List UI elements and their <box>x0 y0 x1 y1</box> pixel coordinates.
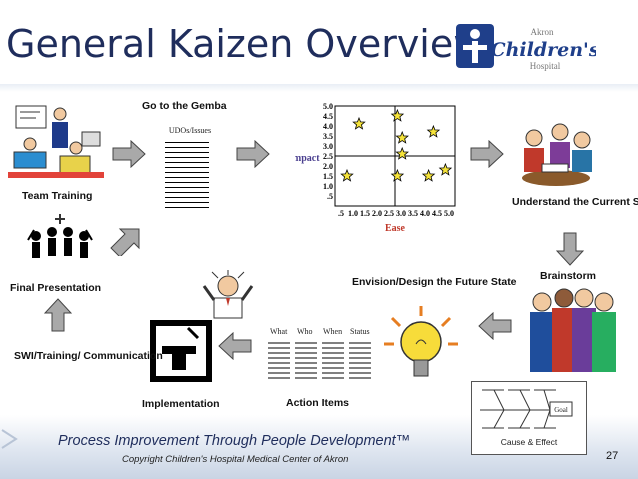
logo-emblem-head <box>470 29 480 39</box>
label-understand-current-state: Understand the Current State <box>512 196 638 208</box>
chart-point-star <box>395 130 409 144</box>
fishbone-diagram-icon: Goal <box>480 389 573 429</box>
chart-x-tick-label: .5 <box>338 209 344 218</box>
page-title: General Kaizen Overview <box>6 22 485 66</box>
chart-x-tick-label: 4.5 <box>432 209 442 218</box>
footer-copyright: Copyright Children's Hospital Medical Ce… <box>122 454 349 465</box>
chart-y-tick-label: 1.5 <box>323 172 333 181</box>
label-brainstorm: Brainstorm <box>540 270 597 282</box>
current-state-clipart <box>522 123 592 186</box>
logo-text-hospital: Hospital <box>530 61 561 71</box>
stressed-person-clipart <box>202 270 254 319</box>
chart-y-tick-label: 4.5 <box>323 112 333 121</box>
label-implementation: Implementation <box>142 398 220 410</box>
footer-chevron-icon <box>1 429 18 449</box>
udo-checklist-title: UDOs/Issues <box>168 126 212 135</box>
cause-effect-box <box>471 381 587 455</box>
label-team-training: Team Training <box>22 190 93 202</box>
team-training-clipart <box>8 105 104 178</box>
action-items-header-who: Who <box>297 327 313 336</box>
chart-y-tick-label: .5 <box>327 192 333 201</box>
trainer-icon <box>53 107 67 121</box>
implementation-icon <box>150 320 212 382</box>
chart-y-tick-label: 4.0 <box>323 122 333 131</box>
label-action-items: Action Items <box>286 397 350 409</box>
arrow-diagonal-icon <box>110 228 140 256</box>
whiteboard-icon <box>15 105 47 129</box>
chart-x-tick-label: 2.5 <box>384 209 394 218</box>
chart-x-tick-label: 3.5 <box>408 209 418 218</box>
arrow-right-icon <box>470 140 504 168</box>
label-go-to-gemba: Go to the Gemba <box>142 100 227 112</box>
chart-point-star <box>426 124 441 138</box>
brainstorm-huddle-clipart <box>530 288 616 372</box>
chart-y-tick-label: 2.0 <box>323 162 333 171</box>
chart-point-star <box>421 168 436 182</box>
logo-text-akron: Akron <box>531 27 554 37</box>
logo-text-childrens: Children's <box>490 39 596 61</box>
arrow-right-icon <box>112 140 146 168</box>
hospital-logo: Akron Children's Hospital <box>456 24 596 71</box>
label-envision-future-state: Envision/Design the Future State <box>352 276 517 288</box>
chart-y-tick-label: 5.0 <box>323 103 333 111</box>
arrow-left-icon <box>218 332 252 360</box>
logo-emblem-body <box>472 41 478 63</box>
label-final-presentation: Final Presentation <box>10 282 102 294</box>
chart-y-tick-label: 1.0 <box>323 182 333 191</box>
fishbone-goal-label: Goal <box>554 406 568 414</box>
page-number: 27 <box>606 450 619 462</box>
arrow-right-icon <box>236 140 270 168</box>
chart-x-tick-label: 4.0 <box>420 209 430 218</box>
chart-x-tick-label: 3.0 <box>396 209 406 218</box>
final-presentation-clipart <box>27 214 93 258</box>
action-items-header-what: What <box>270 327 288 336</box>
chart-xlabel: Ease <box>385 223 406 233</box>
action-items-header-status: Status <box>350 327 370 336</box>
arrow-down-icon <box>556 232 584 266</box>
logo-emblem-arms <box>463 45 487 50</box>
header-divider <box>0 84 638 92</box>
arrow-up-icon <box>44 298 72 332</box>
action-items-header-when: When <box>323 327 343 336</box>
lightbulb-icon <box>384 306 458 377</box>
chart-y-tick-label: 3.5 <box>323 132 333 141</box>
cause-effect-label: Cause & Effect <box>500 437 558 447</box>
label-swi-training-communication: SWI/Training/ Communication <box>14 350 163 362</box>
chart-point-star <box>438 162 453 176</box>
chart-y-tick-label: 2.5 <box>323 152 333 161</box>
chart-x-tick-label: 2.0 <box>372 209 382 218</box>
chart-point-star <box>390 168 405 182</box>
chart-point-star <box>352 116 366 130</box>
chart-y-tick-label: 3.0 <box>323 142 333 151</box>
action-items-table <box>268 342 371 379</box>
arrow-left-icon <box>478 312 512 340</box>
chart-x-tick-label: 1.0 <box>348 209 358 218</box>
chart-x-tick-label: 1.5 <box>360 209 370 218</box>
chart-ylabel: Impact <box>295 153 320 164</box>
chart-point-star <box>390 108 405 122</box>
chart-point-star <box>395 146 409 160</box>
footer-tagline: Process Improvement Through People Devel… <box>58 433 411 449</box>
chart-point-star <box>340 168 354 182</box>
chart-x-tick-label: 5.0 <box>444 209 454 218</box>
